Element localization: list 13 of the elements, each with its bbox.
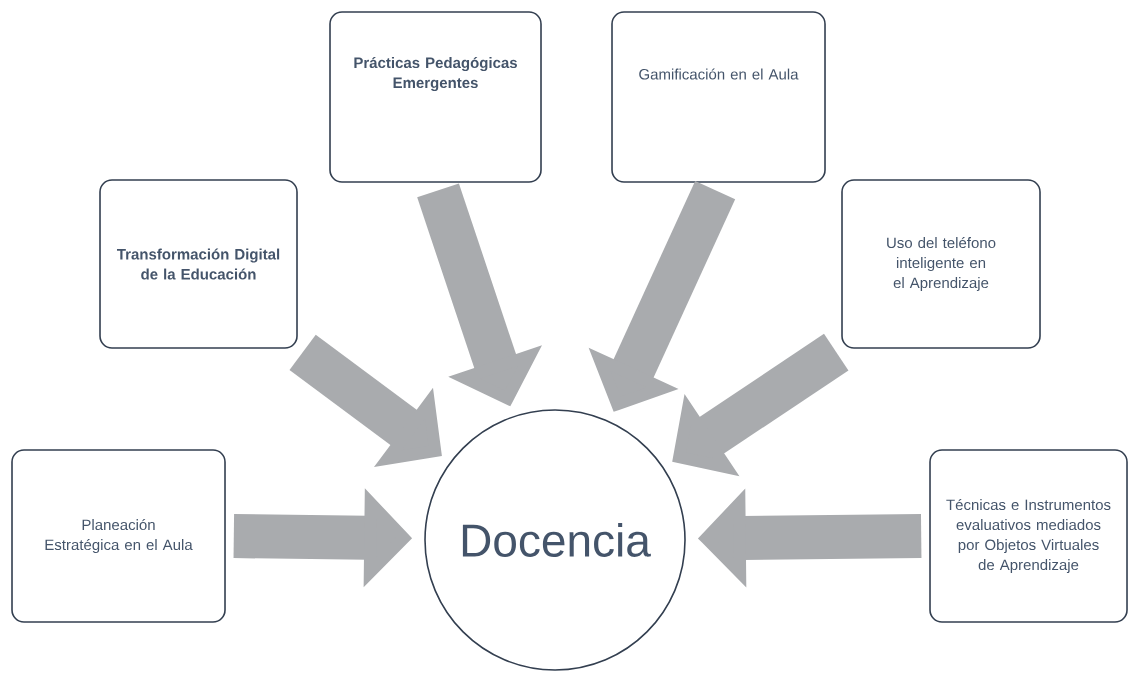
- text-box: [11, 449, 226, 623]
- text-box: [929, 449, 1128, 623]
- circle-node: Docencia: [424, 409, 686, 671]
- node-label: Prácticas Pedagógicas Emergentes: [354, 56, 517, 92]
- text-box: [99, 179, 298, 349]
- text-box: [329, 11, 542, 183]
- text-box: [841, 179, 1041, 349]
- text-box: [611, 11, 826, 183]
- node-label: Uso del teléfono inteligente en el Aprendizaje: [887, 236, 996, 292]
- node-label: Transformación Digital de la Educación: [117, 248, 280, 280]
- node-label: Técnicas e Instrumentos evaluativos mediados por Objetos Virtuales de Aprendizaje: [946, 498, 1111, 574]
- node-label: Planeación Estratégica en el Aula: [45, 518, 193, 554]
- node-label: Gamificación en el Aula: [639, 68, 799, 80]
